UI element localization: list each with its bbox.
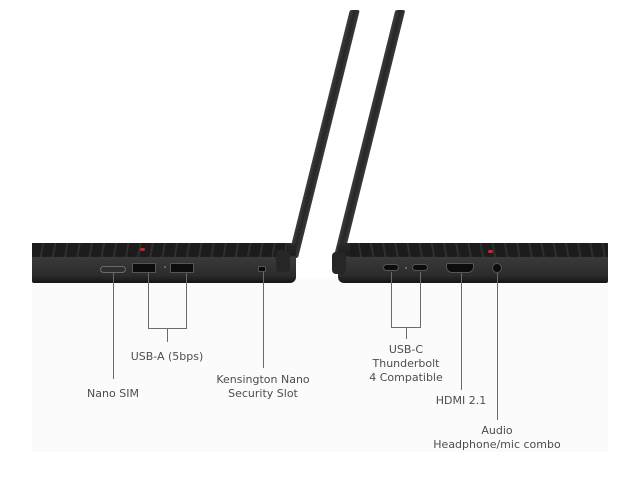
usb-a-port-2 xyxy=(170,263,194,273)
right-laptop-hinge xyxy=(332,252,346,274)
right-trackpoint xyxy=(488,250,493,253)
usb-c-callout-stem xyxy=(406,327,407,339)
usb-a-2-callout-line xyxy=(186,273,187,329)
usb-c-1-callout-line xyxy=(391,272,392,328)
charge-led xyxy=(405,267,407,269)
nano-sim-callout-line xyxy=(113,273,114,379)
usb-a-label: USB-A (5bps) xyxy=(130,350,204,363)
usb-c-label-line3: 4 Compatible xyxy=(369,371,443,384)
kensington-callout-line xyxy=(263,272,264,368)
usb-c-label-line1: USB-C xyxy=(388,343,424,356)
usb-a-1-callout-line xyxy=(148,273,149,329)
audio-callout-line xyxy=(497,273,498,420)
hdmi-label: HDMI 2.1 xyxy=(435,394,487,407)
usb-a-port-1 xyxy=(132,263,156,273)
background-panel xyxy=(32,278,608,452)
left-laptop-hinge xyxy=(276,250,290,272)
usb-c-2-callout-line xyxy=(420,272,421,328)
kensington-label-line2: Security Slot xyxy=(228,387,298,400)
audio-label-line2: Headphone/mic combo xyxy=(433,438,561,451)
left-trackpoint xyxy=(140,248,145,251)
status-led xyxy=(164,266,166,268)
hdmi-port xyxy=(446,263,474,273)
usb-c-label-line2: Thunderbolt xyxy=(372,357,440,370)
kensington-slot xyxy=(258,266,266,272)
hdmi-callout-line xyxy=(461,273,462,390)
audio-label-line1: Audio xyxy=(481,424,513,437)
left-laptop-keyboard xyxy=(32,243,288,257)
audio-jack xyxy=(492,263,502,273)
usb-c-port-2 xyxy=(412,264,428,271)
usb-a-callout-stem xyxy=(167,328,168,342)
nano-sim-slot xyxy=(100,266,126,273)
right-laptop-keyboard xyxy=(350,243,608,257)
nano-sim-label: Nano SIM xyxy=(87,387,139,400)
usb-c-port-1 xyxy=(383,264,399,271)
kensington-label-line1: Kensington Nano xyxy=(216,373,310,386)
